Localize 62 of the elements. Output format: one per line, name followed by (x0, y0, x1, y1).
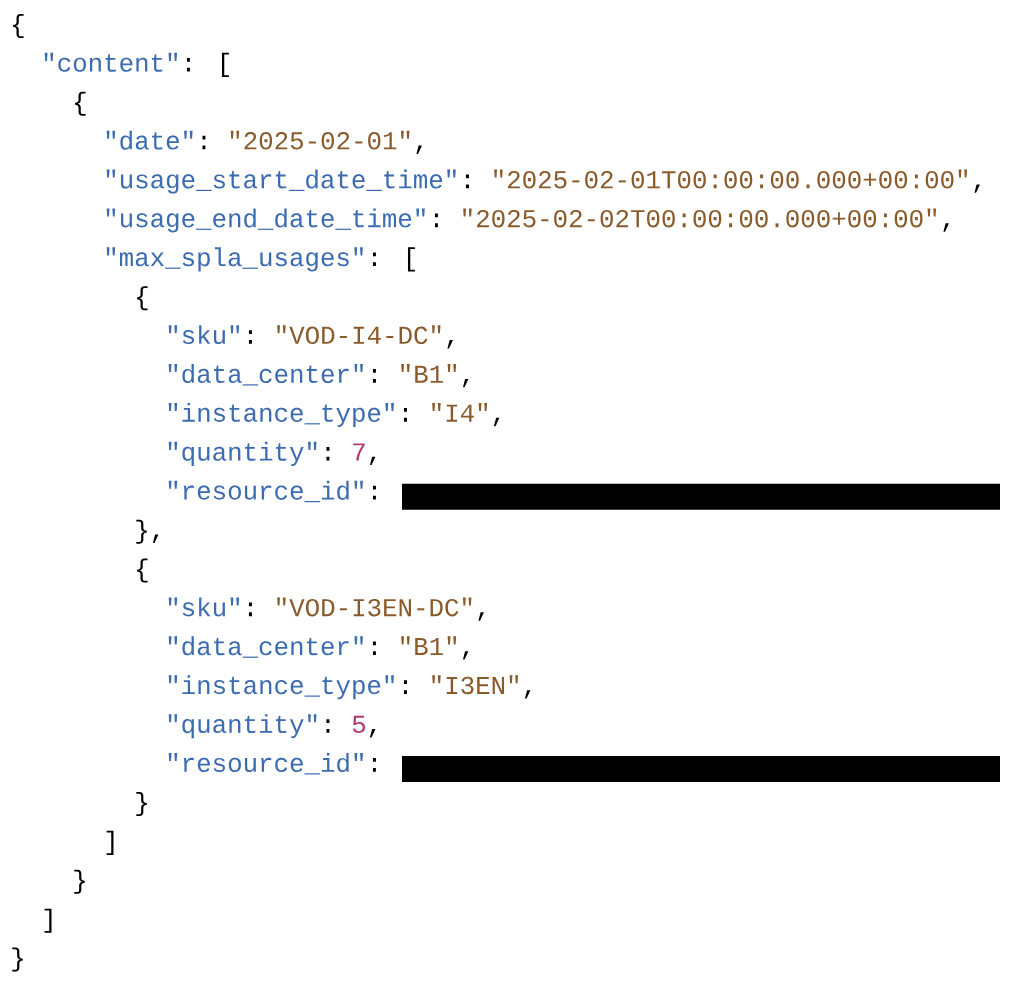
punctuation: , (416, 145, 422, 154)
json-key: "resource_id" (168, 480, 363, 503)
punctuation: { (137, 558, 148, 583)
punctuation: ] (44, 908, 52, 933)
json-key: "date" (106, 130, 193, 150)
json-key: "sku" (168, 325, 240, 345)
punctuation: : (372, 369, 376, 383)
punctuation: } (136, 791, 147, 816)
json-key: "sku" (168, 597, 240, 617)
string-value: "VOD-I3EN-DC" (277, 597, 472, 617)
json-key: "data_center" (168, 636, 363, 658)
punctuation: , (369, 456, 376, 466)
json-key: "instance_type" (168, 675, 394, 700)
punctuation: : (434, 213, 438, 228)
punctuation: , (524, 690, 531, 699)
punctuation: } (74, 869, 85, 894)
number-value: 7 (353, 443, 365, 461)
punctuation: { (75, 91, 86, 116)
punctuation: , (462, 378, 469, 388)
punctuation: { (137, 286, 148, 311)
punctuation: : (372, 641, 376, 656)
string-value: "2025-02-02T00:00:00.000+00:00" (463, 208, 937, 228)
punctuation: , (974, 184, 980, 193)
punctuation: : (326, 446, 330, 461)
string-value: "I3EN" (432, 675, 519, 695)
punctuation: }, (136, 519, 159, 544)
number-value: 5 (352, 715, 366, 734)
punctuation: , (447, 340, 453, 349)
json-key: "quantity" (168, 714, 317, 739)
string-value: "VOD-I4-DC" (277, 325, 441, 345)
punctuation: , (369, 729, 376, 738)
punctuation: , (943, 223, 949, 232)
punctuation: ] (106, 830, 114, 855)
punctuation: : (465, 174, 469, 189)
json-key: "resource_id" (168, 753, 363, 775)
punctuation: : (372, 485, 376, 500)
punctuation: } (12, 947, 23, 972)
punctuation: , (493, 417, 500, 427)
punctuation: : (248, 602, 252, 617)
string-value: "2025-02-01T00:00:00.000+00:00" (494, 169, 968, 189)
string-value: "I4" (432, 402, 488, 422)
json-key: "instance_type" (168, 402, 394, 427)
json-key: "data_center" (168, 364, 363, 386)
json-key: "usage_end_date_time" (106, 208, 425, 233)
json-key: "quantity" (168, 441, 317, 466)
string-value: "B1" (401, 364, 457, 383)
string-value: "B1" (401, 636, 457, 656)
punctuation: { (13, 13, 24, 38)
punctuation: : [ (186, 52, 229, 77)
punctuation: : (372, 758, 376, 772)
punctuation: : (202, 135, 206, 150)
punctuation: : (403, 680, 407, 694)
json-key: "content" (44, 52, 177, 72)
punctuation: : [ (372, 247, 415, 272)
punctuation: : (403, 408, 407, 422)
punctuation: : (248, 330, 252, 344)
json-key: "max_spla_usages" (106, 247, 363, 272)
json-key: "usage_start_date_time" (106, 169, 456, 194)
punctuation: : (326, 719, 330, 733)
punctuation: , (462, 651, 469, 660)
punctuation: , (478, 612, 484, 621)
string-value: "2025-02-01" (230, 130, 410, 150)
